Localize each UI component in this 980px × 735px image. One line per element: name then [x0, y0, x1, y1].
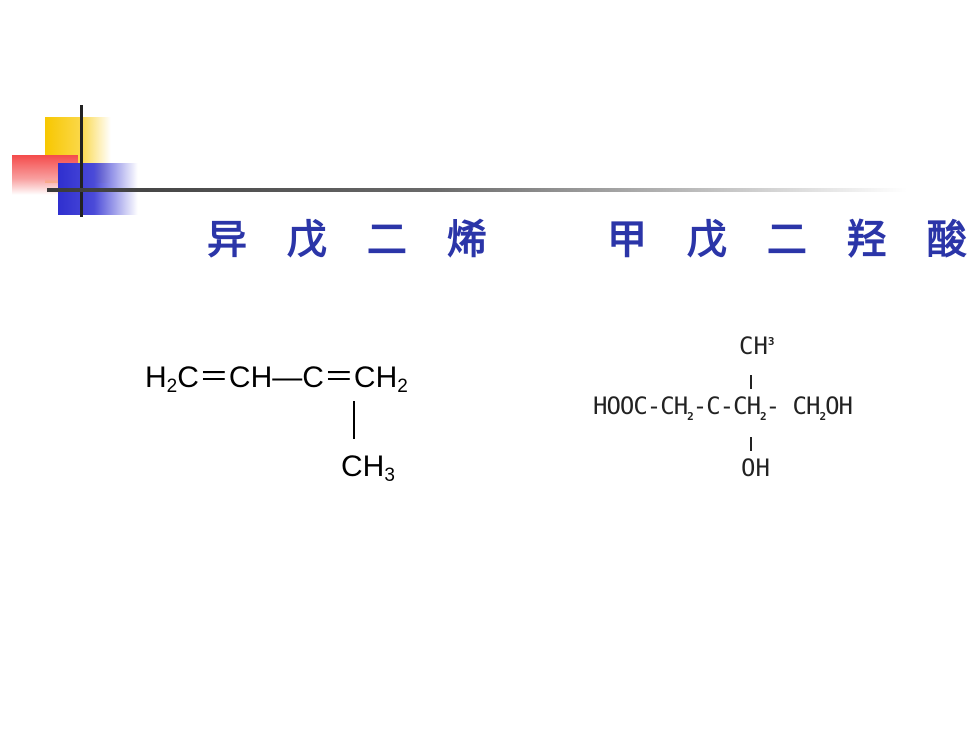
- mevalonic-main-chain: HOOC-CH2-C-CH2- CH2OH: [593, 392, 853, 422]
- isoprene-h: H: [145, 361, 167, 394]
- isoprene-sub-2b: 2: [397, 376, 408, 397]
- mev-sub-a: 2: [687, 410, 694, 423]
- isoprene-sub-2a: 2: [166, 376, 178, 397]
- mev-top-sub: 3: [767, 335, 775, 348]
- mev-sub-c: 2: [819, 410, 826, 423]
- isoprene-sub-3: 3: [384, 465, 395, 486]
- isoprene-ch: CH: [341, 450, 385, 483]
- mev-main-a: HOOC-CH: [593, 392, 688, 420]
- mevalonic-methyl-group: CH3: [739, 334, 775, 358]
- mevalonic-hydroxyl-group: OH: [741, 454, 770, 482]
- title-divider-line: [47, 188, 907, 192]
- ornament-vertical-line: [80, 105, 83, 217]
- isoprene-main-chain: H2C＝CH—C＝CH2: [145, 361, 408, 397]
- mev-main-d: OH: [825, 392, 853, 420]
- mev-sub-b: 2: [760, 410, 767, 423]
- isoprene-methyl-branch: CH3: [341, 450, 395, 486]
- isoprene-chain: C＝CH—C＝CH: [177, 361, 398, 394]
- mevalonic-top-bond: [750, 375, 752, 389]
- mev-top-ch: CH: [739, 332, 768, 360]
- mev-main-c: - CH: [765, 392, 821, 420]
- title-isoprene: 异 戊 二 烯: [207, 217, 500, 263]
- title-mevalonic-acid: 甲 戊 二 羟 酸: [607, 217, 980, 263]
- mev-main-b: -C-CH: [692, 392, 761, 420]
- isoprene-branch-bond: [353, 401, 355, 439]
- mevalonic-bottom-bond: [750, 437, 752, 451]
